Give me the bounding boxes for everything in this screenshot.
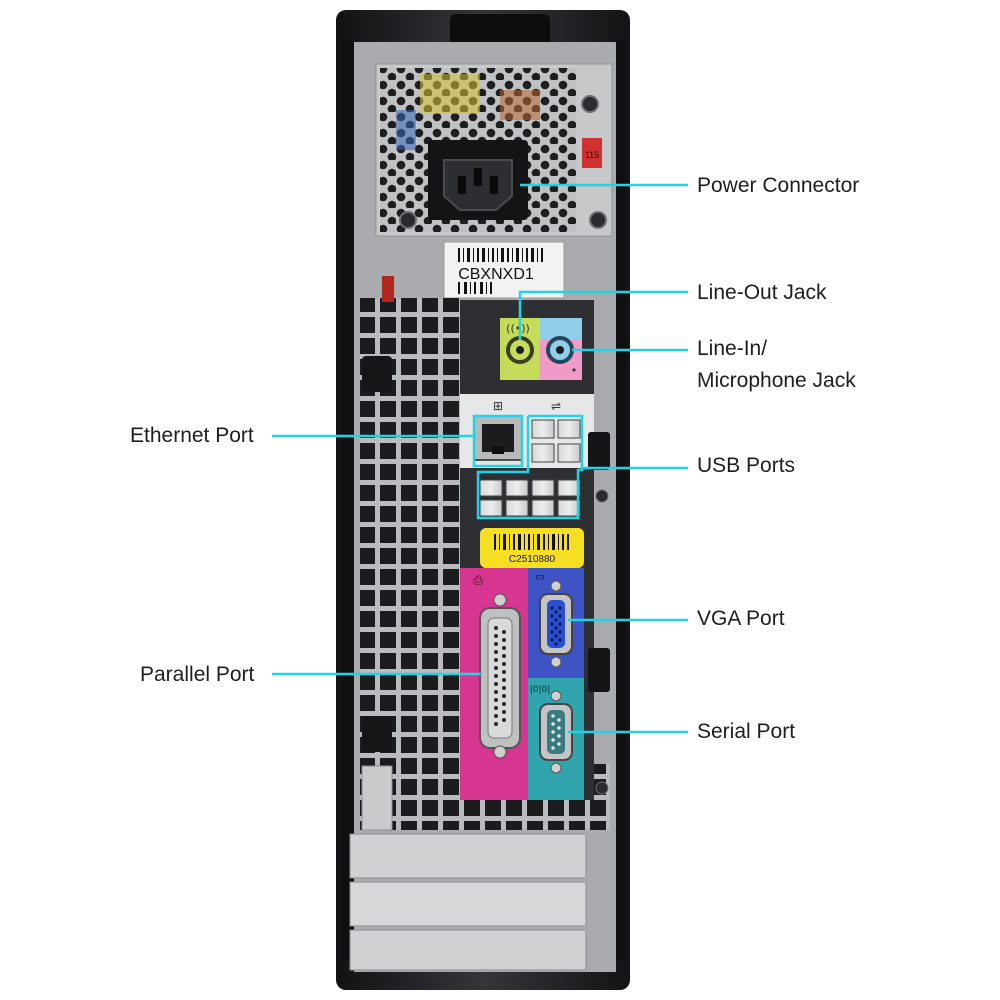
expansion-slot-cover-top — [349, 833, 587, 879]
vga-port-screw-bottom — [550, 656, 562, 668]
callout-box-ethernet — [472, 414, 524, 468]
usb-port[interactable] — [479, 499, 503, 517]
usb-port[interactable] — [557, 419, 581, 439]
usb-port[interactable] — [531, 419, 555, 439]
parallel-port-pins — [494, 626, 506, 726]
vga-port-label: VGA Port — [697, 607, 785, 630]
side-screw — [595, 781, 609, 795]
serial-port-pins — [551, 714, 561, 750]
slot-latch-bottom — [362, 716, 392, 752]
power-connector-pin-center — [474, 168, 482, 186]
usb-port[interactable] — [557, 443, 581, 463]
usb-icon: ⇌ — [551, 399, 561, 413]
usb-ports-label: USB Ports — [697, 454, 796, 477]
slot-latch-top — [362, 356, 392, 392]
usb-port[interactable] — [531, 499, 555, 517]
serial-port-screw-top — [550, 690, 562, 702]
ethernet-port-label: Ethernet Port — [130, 424, 254, 447]
service-tag-text: C2510880 — [509, 554, 556, 565]
side-clip — [588, 648, 610, 692]
usb-port[interactable] — [557, 499, 581, 517]
service-tag-barcode — [494, 534, 569, 550]
ethernet-port-clip — [492, 446, 504, 454]
expansion-slot-cover-bottom — [349, 929, 587, 971]
printer-icon: ⎙ — [473, 573, 483, 587]
parallel-port-shell — [487, 617, 513, 739]
usb-port[interactable] — [531, 479, 555, 497]
serial-port-shell — [547, 710, 565, 754]
side-screw — [595, 489, 609, 503]
voltage-switch — [582, 138, 602, 168]
callout-lines — [272, 183, 688, 734]
line-in-jack-hole — [556, 346, 564, 354]
serial-port-screw-bottom — [550, 762, 562, 774]
usb-port[interactable] — [557, 479, 581, 497]
chassis-handle — [450, 14, 550, 46]
line-in-jack-label: Line-In/ Microphone Jack — [697, 333, 856, 397]
side-clip — [588, 432, 610, 470]
usb-port[interactable] — [531, 443, 555, 463]
line-in-label-line2: Microphone Jack — [697, 369, 856, 392]
psu-barcode-text: CBXNXD1 — [458, 266, 534, 283]
headphone-icon: ((•)) — [506, 322, 530, 335]
serial-icon: |0|0| — [530, 685, 551, 695]
psu-screw-top-right — [581, 95, 599, 113]
vga-port-screw-top — [550, 580, 562, 592]
expansion-slot-cover-middle — [349, 881, 587, 927]
voltage-switch-label: 115 — [585, 150, 599, 160]
callout-line-line-out — [518, 290, 688, 340]
usb-port[interactable] — [505, 479, 529, 497]
vga-port-pins — [550, 606, 562, 646]
audio-blue-strip — [540, 318, 582, 340]
line-out-jack-label: Line-Out Jack — [697, 281, 827, 304]
line-out-jack-hole — [516, 346, 524, 354]
red-wire-visible — [382, 276, 394, 302]
microphone-icon: • — [571, 364, 578, 377]
power-connector-label: Power Connector — [697, 174, 860, 197]
callout-box-usb — [476, 414, 584, 520]
parallel-port-label: Parallel Port — [140, 663, 255, 686]
chassis-side-rail-right — [614, 40, 626, 960]
chassis-side-rail-left — [342, 40, 354, 960]
usb-port[interactable] — [479, 479, 503, 497]
parallel-port-screw-top — [493, 593, 507, 607]
usb-port-group — [479, 419, 581, 517]
slot-bracket — [361, 765, 393, 831]
psu-internal-wires — [396, 74, 540, 150]
monitor-icon: ▭ — [535, 572, 544, 583]
line-in-label-line1: Line-In/ — [697, 337, 768, 360]
network-icon: ⊞ — [493, 399, 503, 413]
psu-screw-bottom-right — [589, 211, 607, 229]
serial-port-label: Serial Port — [697, 720, 796, 743]
power-connector-pin-left — [458, 176, 466, 194]
psu-screw-bottom-left — [399, 211, 417, 229]
vga-port-shell — [547, 600, 565, 648]
power-connector-pin-right — [490, 176, 498, 194]
parallel-port-screw-bottom — [493, 745, 507, 759]
usb-port[interactable] — [505, 499, 529, 517]
psu-barcode — [458, 248, 543, 294]
